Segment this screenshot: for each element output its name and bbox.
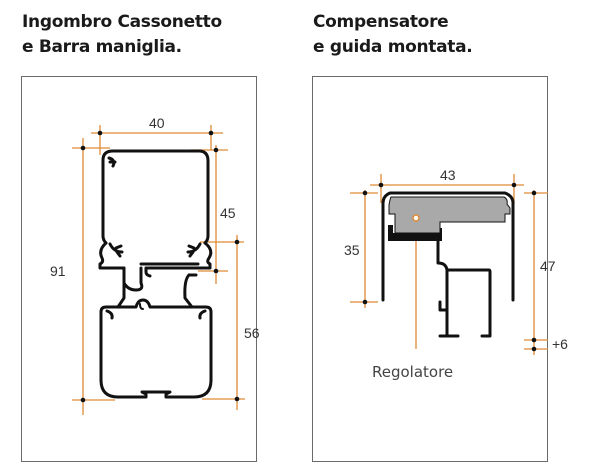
right-dim-width-label: 43: [440, 167, 456, 183]
right-title: Compensatore e guida montata.: [313, 10, 473, 60]
left-dim-lower-height-label: 56: [244, 325, 260, 341]
regolatore-callout-point: [412, 214, 420, 222]
left-dim-total-height-label: 91: [50, 263, 66, 279]
right-title-line2: e guida montata.: [313, 37, 473, 57]
regolatore-block: [388, 196, 511, 234]
regolatore-label: Regolatore: [372, 363, 453, 381]
left-dim-upper-height-label: 45: [220, 205, 236, 221]
guida-profile: [381, 191, 515, 338]
right-dimension-points: [362, 182, 537, 352]
left-title: Ingombro Cassonetto e Barra maniglia.: [22, 10, 222, 60]
right-panel: [312, 76, 548, 462]
left-dim-width-label: 40: [149, 115, 165, 131]
right-dimension-lines: [350, 174, 548, 355]
left-title-line1: Ingombro Cassonetto: [22, 12, 222, 32]
right-dim-left-height-label: 35: [344, 242, 360, 258]
left-dimension-points: [80, 130, 240, 403]
cassonetto-profile: [98, 149, 213, 270]
barra-maniglia-profile: [99, 266, 213, 399]
left-title-line2: e Barra maniglia.: [22, 37, 182, 57]
right-dim-right-height-label: 47: [540, 258, 556, 274]
right-dim-tolerance-label: +6: [552, 336, 568, 352]
left-dimension-lines: [72, 125, 245, 415]
right-title-line1: Compensatore: [313, 12, 449, 32]
